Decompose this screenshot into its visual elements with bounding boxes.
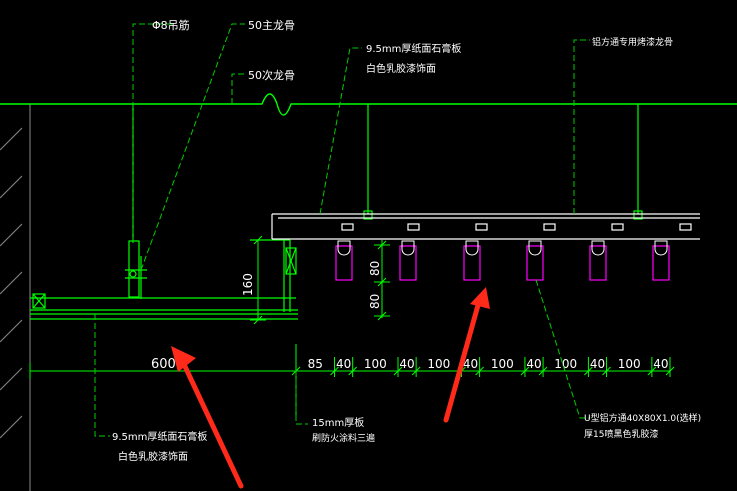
tube-clips — [337, 240, 668, 256]
leader-lines — [94, 23, 590, 437]
dim-chain-label: 40 — [336, 357, 351, 371]
label-secondary-keel: 50次龙骨 — [248, 68, 295, 82]
label-wood-1: 15mm厚板 — [312, 416, 364, 429]
wall-hatch — [0, 104, 31, 491]
dim-horizontal — [29, 344, 670, 420]
label-special-keel: 铝方通专用烤漆龙骨 — [592, 36, 673, 48]
dim-chain-label: 100 — [554, 357, 577, 371]
aluminum-tubes — [335, 245, 670, 281]
dim-gap-lower-label: 80 — [368, 294, 382, 309]
dim-chain-label: 40 — [463, 357, 478, 371]
label-board-top-2: 白色乳胶漆饰面 — [366, 62, 436, 75]
label-board-bottom-2: 白色乳胶漆饰面 — [118, 450, 188, 463]
dim-chain-labels: 85 40 100 40 100 40 100 40 100 40 100 40 — [308, 357, 669, 371]
dim-chain-label: 40 — [653, 357, 668, 371]
dim-chain-label: 100 — [427, 357, 450, 371]
gypsum-board — [30, 293, 298, 320]
label-hanger: Φ8吊筋 — [152, 18, 190, 32]
red-arrows — [171, 287, 490, 489]
dim-chain-label: 40 — [526, 357, 541, 371]
dim-gaps — [374, 240, 390, 321]
label-wood-2: 刷防火涂料三遍 — [312, 432, 375, 444]
label-board-bottom-1: 9.5mm厚纸面石膏板 — [112, 430, 207, 443]
dim-gap-upper-label: 80 — [368, 261, 382, 276]
label-board-top-1: 9.5mm厚纸面石膏板 — [366, 42, 461, 55]
dim-chain-label: 40 — [399, 357, 414, 371]
dim-chain-label: 100 — [364, 357, 387, 371]
dim-chain-label: 100 — [491, 357, 514, 371]
dim-chain-label: 40 — [590, 357, 605, 371]
wood-step — [250, 239, 297, 312]
dim-chain-ticks — [291, 357, 675, 377]
slab-line — [0, 93, 737, 116]
dim-chain-label: 85 — [308, 357, 323, 371]
label-tube-2: 厚15喷黑色乳胶漆 — [584, 428, 658, 440]
hanger-clip — [125, 240, 147, 299]
dim-height — [250, 235, 266, 325]
label-tube-1: U型铝方通40X80X1.0(选样) — [584, 412, 701, 424]
hanger-rods — [132, 104, 643, 243]
dim-chain-label: 100 — [618, 357, 641, 371]
dim-height-label: 160 — [241, 273, 255, 296]
label-main-keel: 50主龙骨 — [248, 19, 295, 32]
dim-width-label: 600 — [151, 357, 176, 372]
special-keel-rail — [271, 213, 700, 240]
